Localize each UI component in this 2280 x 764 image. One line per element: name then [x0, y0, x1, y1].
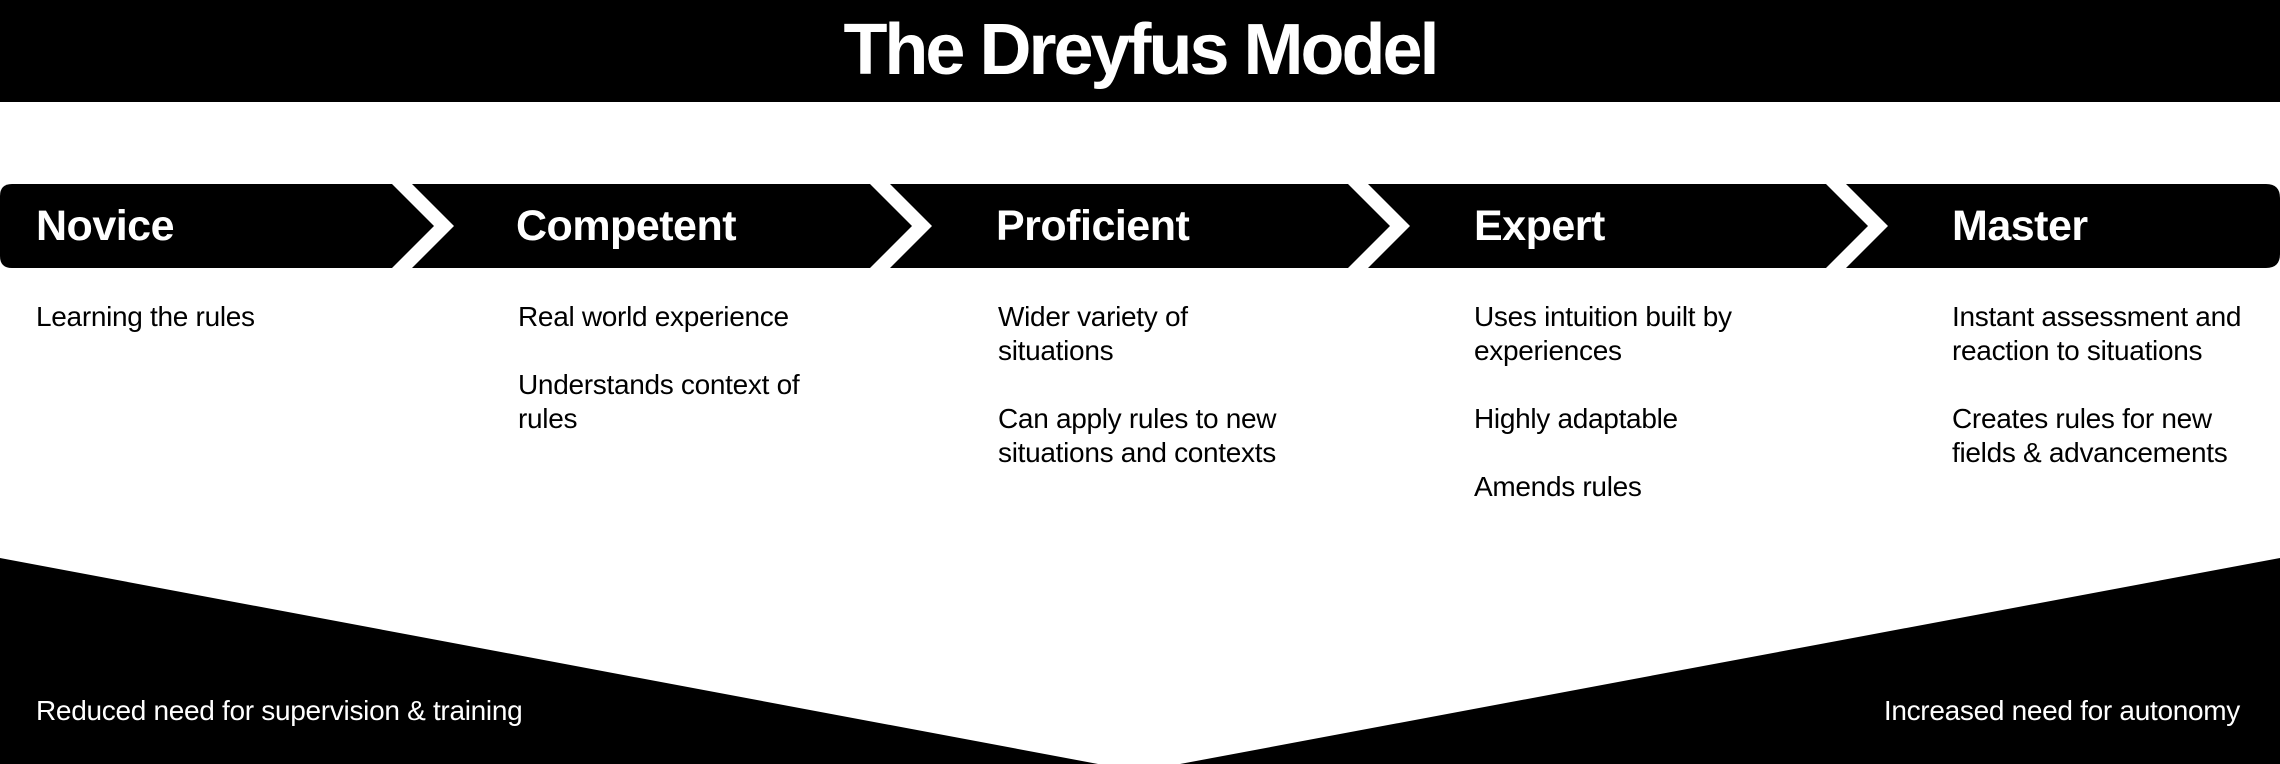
competent-descriptions: Real world experience Understands contex… — [518, 300, 818, 470]
expert-description: Uses intuition built by experiences — [1474, 301, 1732, 366]
stage-arrow-proficient — [890, 184, 1390, 268]
competent-description: Understands context of rules — [518, 369, 800, 434]
master-description: Creates rules for new fields & advanceme… — [1952, 403, 2228, 468]
proficient-description: Can apply rules to new situations and co… — [998, 403, 1277, 468]
stage-arrow-competent — [412, 184, 912, 268]
stage-arrow-expert — [1368, 184, 1868, 268]
master-descriptions: Instant assessment and reaction to situa… — [1952, 300, 2262, 504]
stage-label-expert: Expert — [1474, 202, 1605, 250]
stage-label-proficient: Proficient — [996, 202, 1190, 250]
expert-descriptions: Uses intuition built by experiences High… — [1474, 300, 1774, 538]
stage-arrow-master — [1846, 184, 2280, 268]
stage-arrow-novice — [0, 184, 434, 268]
expert-description: Highly adaptable — [1474, 403, 1678, 434]
novice-description: Learning the rules — [36, 301, 255, 332]
increased-autonomy-text: Increased need for autonomy — [1883, 695, 2240, 726]
title-bar: The Dreyfus Model — [0, 0, 2280, 102]
expert-description: Amends rules — [1474, 471, 1642, 502]
bottom-wedge — [0, 558, 2280, 764]
stage-label-novice: Novice — [36, 202, 175, 250]
stage-label-competent: Competent — [516, 202, 737, 250]
proficient-descriptions: Wider variety of situations Can apply ru… — [998, 300, 1298, 504]
competent-description: Real world experience — [518, 301, 789, 332]
novice-descriptions: Learning the rules — [36, 300, 336, 368]
reduced-supervision-text: Reduced need for supervision & training — [36, 695, 523, 726]
bottom-right-wedge — [1180, 558, 2280, 764]
proficient-description: Wider variety of situations — [998, 301, 1188, 366]
bottom-left-wedge — [0, 558, 1098, 764]
page-title: The Dreyfus Model — [843, 10, 1439, 90]
master-description: Instant assessment and reaction to situa… — [1952, 301, 2242, 366]
stage-arrow-banner — [0, 184, 2280, 268]
stage-label-master: Master — [1952, 202, 2088, 250]
